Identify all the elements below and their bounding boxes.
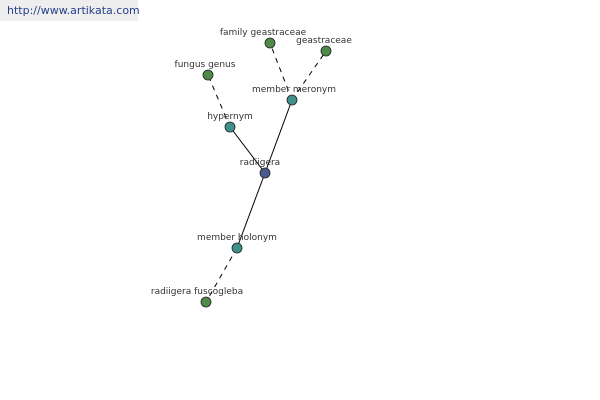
node-label-member-holonym[interactable]: member holonym <box>197 233 277 243</box>
node-label-geastraceae[interactable]: geastraceae <box>296 36 352 46</box>
labels-layer: radiigera hypernym member meronym member ho… <box>151 28 352 297</box>
node-fungus-genus[interactable] <box>202 69 214 81</box>
node-label-hypernym[interactable]: hypernym <box>207 112 253 122</box>
node-label-fungus-genus[interactable]: fungus genus <box>175 60 236 70</box>
node-label-family-geastraceae[interactable]: family geastraceae <box>220 28 307 38</box>
node-member-meronym[interactable] <box>286 94 298 106</box>
node-radiigera-fuscogleba[interactable] <box>200 296 212 308</box>
node-label-radiigera-fuscogleba[interactable]: radiigera fuscogleba <box>151 287 243 297</box>
node-hypernym[interactable] <box>224 121 236 133</box>
edge-member-meronym-to-family-geastraceae <box>269 42 293 101</box>
node-label-member-meronym[interactable]: member meronym <box>252 85 336 95</box>
node-family-geastraceae[interactable] <box>264 37 276 49</box>
nodes-layer <box>200 37 332 308</box>
watermark-link[interactable]: http://www.artikata.com <box>0 0 140 21</box>
edge-radiigera-to-hypernym <box>229 126 266 174</box>
node-member-holonym[interactable] <box>231 242 243 254</box>
node-radiigera[interactable] <box>259 167 271 179</box>
edge-member-holonym-to-radiigera-fuscogleba <box>205 247 238 303</box>
node-geastraceae[interactable] <box>320 45 332 57</box>
node-label-radiigera[interactable]: radiigera <box>240 158 280 168</box>
edge-radiigera-to-member-holonym <box>236 172 266 249</box>
edge-radiigera-to-member-meronym <box>264 99 293 174</box>
edges-layer <box>205 42 327 303</box>
